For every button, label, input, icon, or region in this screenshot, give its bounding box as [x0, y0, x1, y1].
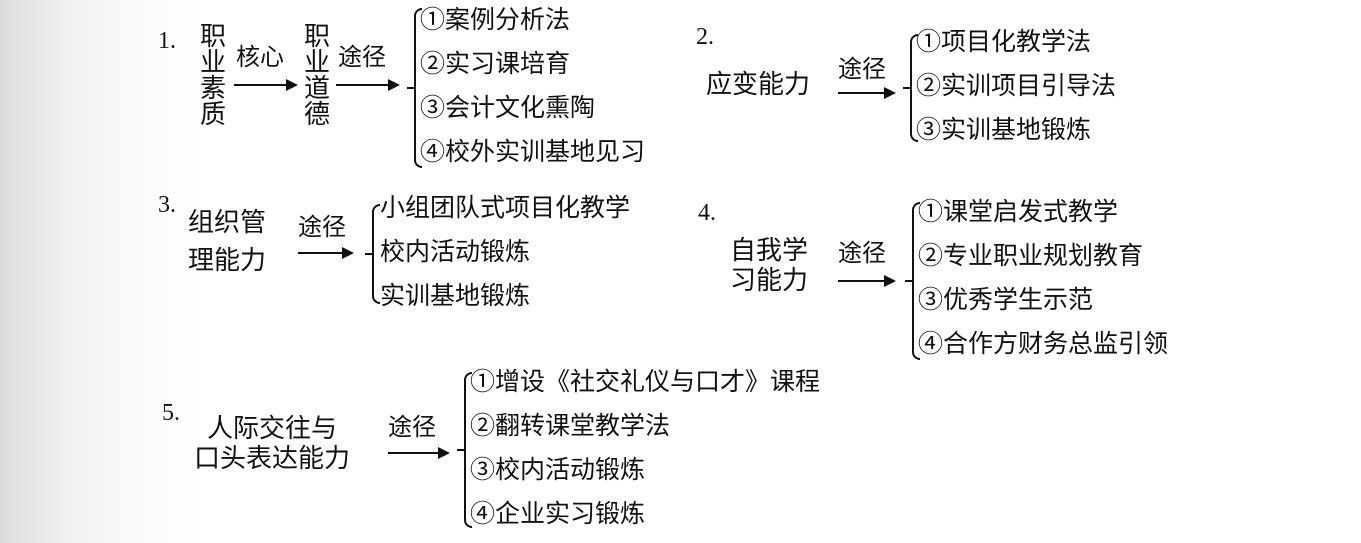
list-item: ①增设《社交礼仪与口才》课程	[470, 367, 821, 396]
list-item: ①项目化教学法	[916, 27, 1092, 56]
section-2-brace	[903, 34, 918, 142]
list-item: ③优秀学生示范	[918, 285, 1094, 314]
section-4-arrow-label: 途径	[838, 239, 886, 267]
section-1-items: ①案例分析法 ②实习课培育 ③会计文化熏陶 ④校外实训基地见习	[420, 0, 645, 174]
section-5-brace	[457, 372, 472, 528]
list-item: 小组团队式项目化教学	[380, 193, 631, 222]
list-item: ②翻转课堂教学法	[470, 411, 671, 440]
section-2-items: ①项目化教学法 ②实训项目引导法 ③实训基地锻炼	[916, 20, 1116, 152]
section-1-left-term: 职 业 素 质	[199, 22, 226, 130]
list-item: ④校外实训基地见习	[420, 137, 646, 166]
section-4-brace	[905, 202, 920, 360]
section-2-number: 2.	[696, 24, 714, 50]
section-3-number: 3.	[158, 192, 176, 218]
section-1-number: 1.	[158, 28, 176, 54]
section-5-arrow	[388, 446, 450, 460]
list-item: ①课堂启发式教学	[918, 197, 1119, 226]
list-item: ③校内活动锻炼	[470, 455, 646, 484]
section-3-items: 小组团队式项目化教学 校内活动锻炼 实训基地锻炼	[380, 186, 630, 318]
section-4-arrow	[838, 274, 896, 288]
section-2-arrow	[838, 86, 896, 100]
section-5-items: ①增设《社交礼仪与口才》课程 ②翻转课堂教学法 ③校内活动锻炼 ④企业实习锻炼	[470, 360, 820, 536]
list-item: ④企业实习锻炼	[470, 499, 646, 528]
section-1-arrow1-label: 核心	[236, 43, 284, 71]
section-5-subject: 人际交往与 口头表达能力	[194, 414, 351, 474]
section-4-subject: 自我学 习能力	[730, 236, 809, 296]
section-1-mid-term: 职 业 道 德	[303, 22, 330, 130]
list-item: ③实训基地锻炼	[916, 115, 1092, 144]
section-3-arrow	[298, 246, 354, 260]
list-item: ②实习课培育	[420, 49, 571, 78]
section-4-number: 4.	[698, 200, 716, 226]
list-item: 实训基地锻炼	[380, 281, 531, 310]
list-item: ①案例分析法	[420, 5, 571, 34]
list-item: 校内活动锻炼	[380, 237, 531, 266]
section-1-arrow2-label: 途径	[338, 43, 386, 71]
section-1-arrow1	[234, 78, 298, 92]
section-4-items: ①课堂启发式教学 ②专业职业规划教育 ③优秀学生示范 ④合作方财务总监引领	[918, 190, 1168, 366]
section-1-arrow2	[336, 78, 400, 92]
list-item: ②实训项目引导法	[916, 71, 1117, 100]
section-3-subject: 组织管 理能力	[188, 208, 267, 276]
list-item: ④合作方财务总监引领	[918, 329, 1169, 358]
list-item: ③会计文化熏陶	[420, 93, 596, 122]
section-1-brace	[407, 8, 422, 168]
section-5-number: 5.	[162, 400, 180, 426]
section-2-arrow-label: 途径	[838, 55, 886, 83]
section-3-brace	[365, 204, 380, 304]
section-5-arrow-label: 途径	[388, 413, 436, 441]
section-3-arrow-label: 途径	[298, 213, 346, 241]
list-item: ②专业职业规划教育	[918, 241, 1144, 270]
section-2-subject: 应变能力	[706, 70, 811, 100]
